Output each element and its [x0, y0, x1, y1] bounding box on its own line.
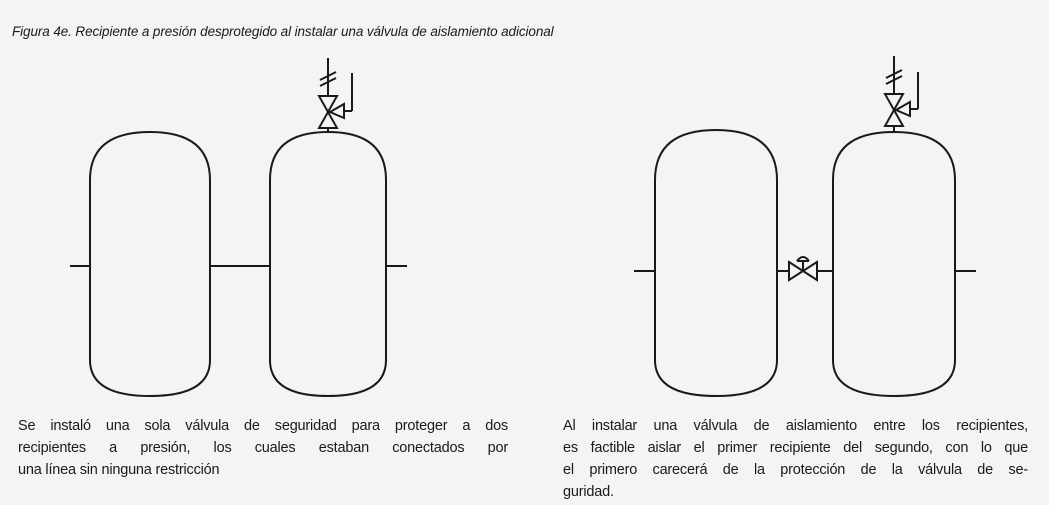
- description-left-line: Se instaló una sola válvula de seguridad…: [18, 418, 508, 434]
- safety-valve-right: [883, 56, 919, 132]
- isolation-valve: [788, 256, 818, 282]
- vessel-right-2: [832, 130, 956, 398]
- figure-caption: Figura 4e. Recipiente a presión desprote…: [12, 24, 554, 39]
- vessel-left-1: [89, 130, 211, 398]
- description-right-line: Al instalar una válvula de aislamiento e…: [563, 418, 1028, 434]
- description-right: Al instalar una válvula de aislamiento e…: [563, 415, 1028, 503]
- vessel-left-2: [269, 130, 387, 398]
- description-left-line: una línea sin ninguna restricción: [18, 462, 220, 478]
- description-right-line: es factible aislar el primer recipiente …: [563, 440, 1028, 456]
- description-right-line: guridad.: [563, 484, 614, 500]
- vessel-right-1: [654, 128, 778, 398]
- description-left: Se instaló una sola válvula de seguridad…: [18, 415, 508, 481]
- description-right-line: el primero carecerá de la protección de …: [563, 462, 1028, 478]
- description-left-line: recipientes a presión, los cuales estaba…: [18, 440, 508, 456]
- safety-valve-left: [317, 58, 353, 132]
